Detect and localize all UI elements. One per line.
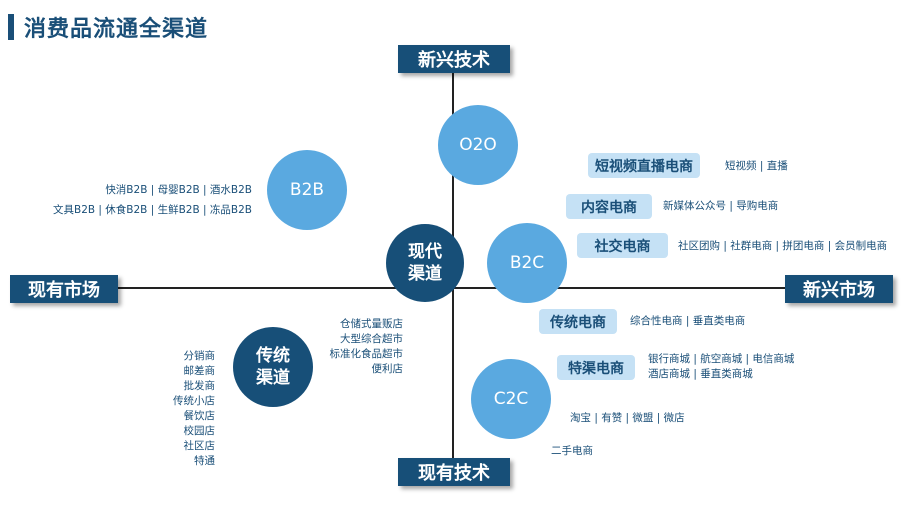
axis-label-right: 新兴市场 bbox=[785, 275, 893, 303]
modern-channel-items: 仓储式量贩店大型综合超市标准化食品超市便利店 bbox=[329, 318, 404, 375]
circle-traditional-channel: 传统渠道 bbox=[233, 327, 313, 407]
circle-c2c: C2C bbox=[471, 359, 551, 439]
axis-label-bottom: 现有技术 bbox=[398, 458, 510, 486]
c2c-platforms: 淘宝 | 有赞 | 微盟 | 微店 bbox=[570, 412, 685, 424]
tag-short-video-desc: 短视频 | 直播 bbox=[725, 160, 788, 172]
tag-special-channel: 特渠电商 bbox=[557, 355, 635, 380]
tag-social: 社交电商 bbox=[577, 233, 668, 258]
axis-label-left: 现有市场 bbox=[10, 275, 118, 303]
circle-o2o: O2O bbox=[438, 105, 518, 185]
c2c-secondhand: 二手电商 bbox=[551, 445, 593, 457]
tag-content: 内容电商 bbox=[566, 194, 652, 219]
traditional-channel-items: 分销商邮差商批发商传统小店餐饮店校园店社区店特通 bbox=[173, 350, 215, 467]
axis-label-top: 新兴技术 bbox=[398, 45, 510, 73]
tag-traditional-ecommerce: 传统电商 bbox=[539, 309, 617, 334]
circle-modern-channel: 现代渠道 bbox=[386, 224, 464, 302]
tag-social-desc: 社区团购 | 社群电商 | 拼团电商 | 会员制电商 bbox=[678, 240, 888, 252]
tag-short-video: 短视频直播电商 bbox=[588, 153, 700, 178]
tag-traditional-ecommerce-desc: 综合性电商 | 垂直类电商 bbox=[630, 315, 746, 327]
title-accent-bar bbox=[8, 14, 14, 40]
circle-b2c: B2C bbox=[487, 223, 567, 303]
tag-special-channel-desc: 银行商城 | 航空商城 | 电信商城酒店商城 | 垂直类商城 bbox=[648, 353, 795, 380]
page-title: 消费品流通全渠道 bbox=[24, 17, 209, 42]
tag-content-desc: 新媒体公众号 | 导购电商 bbox=[663, 200, 779, 212]
circle-b2b: B2B bbox=[267, 150, 347, 230]
